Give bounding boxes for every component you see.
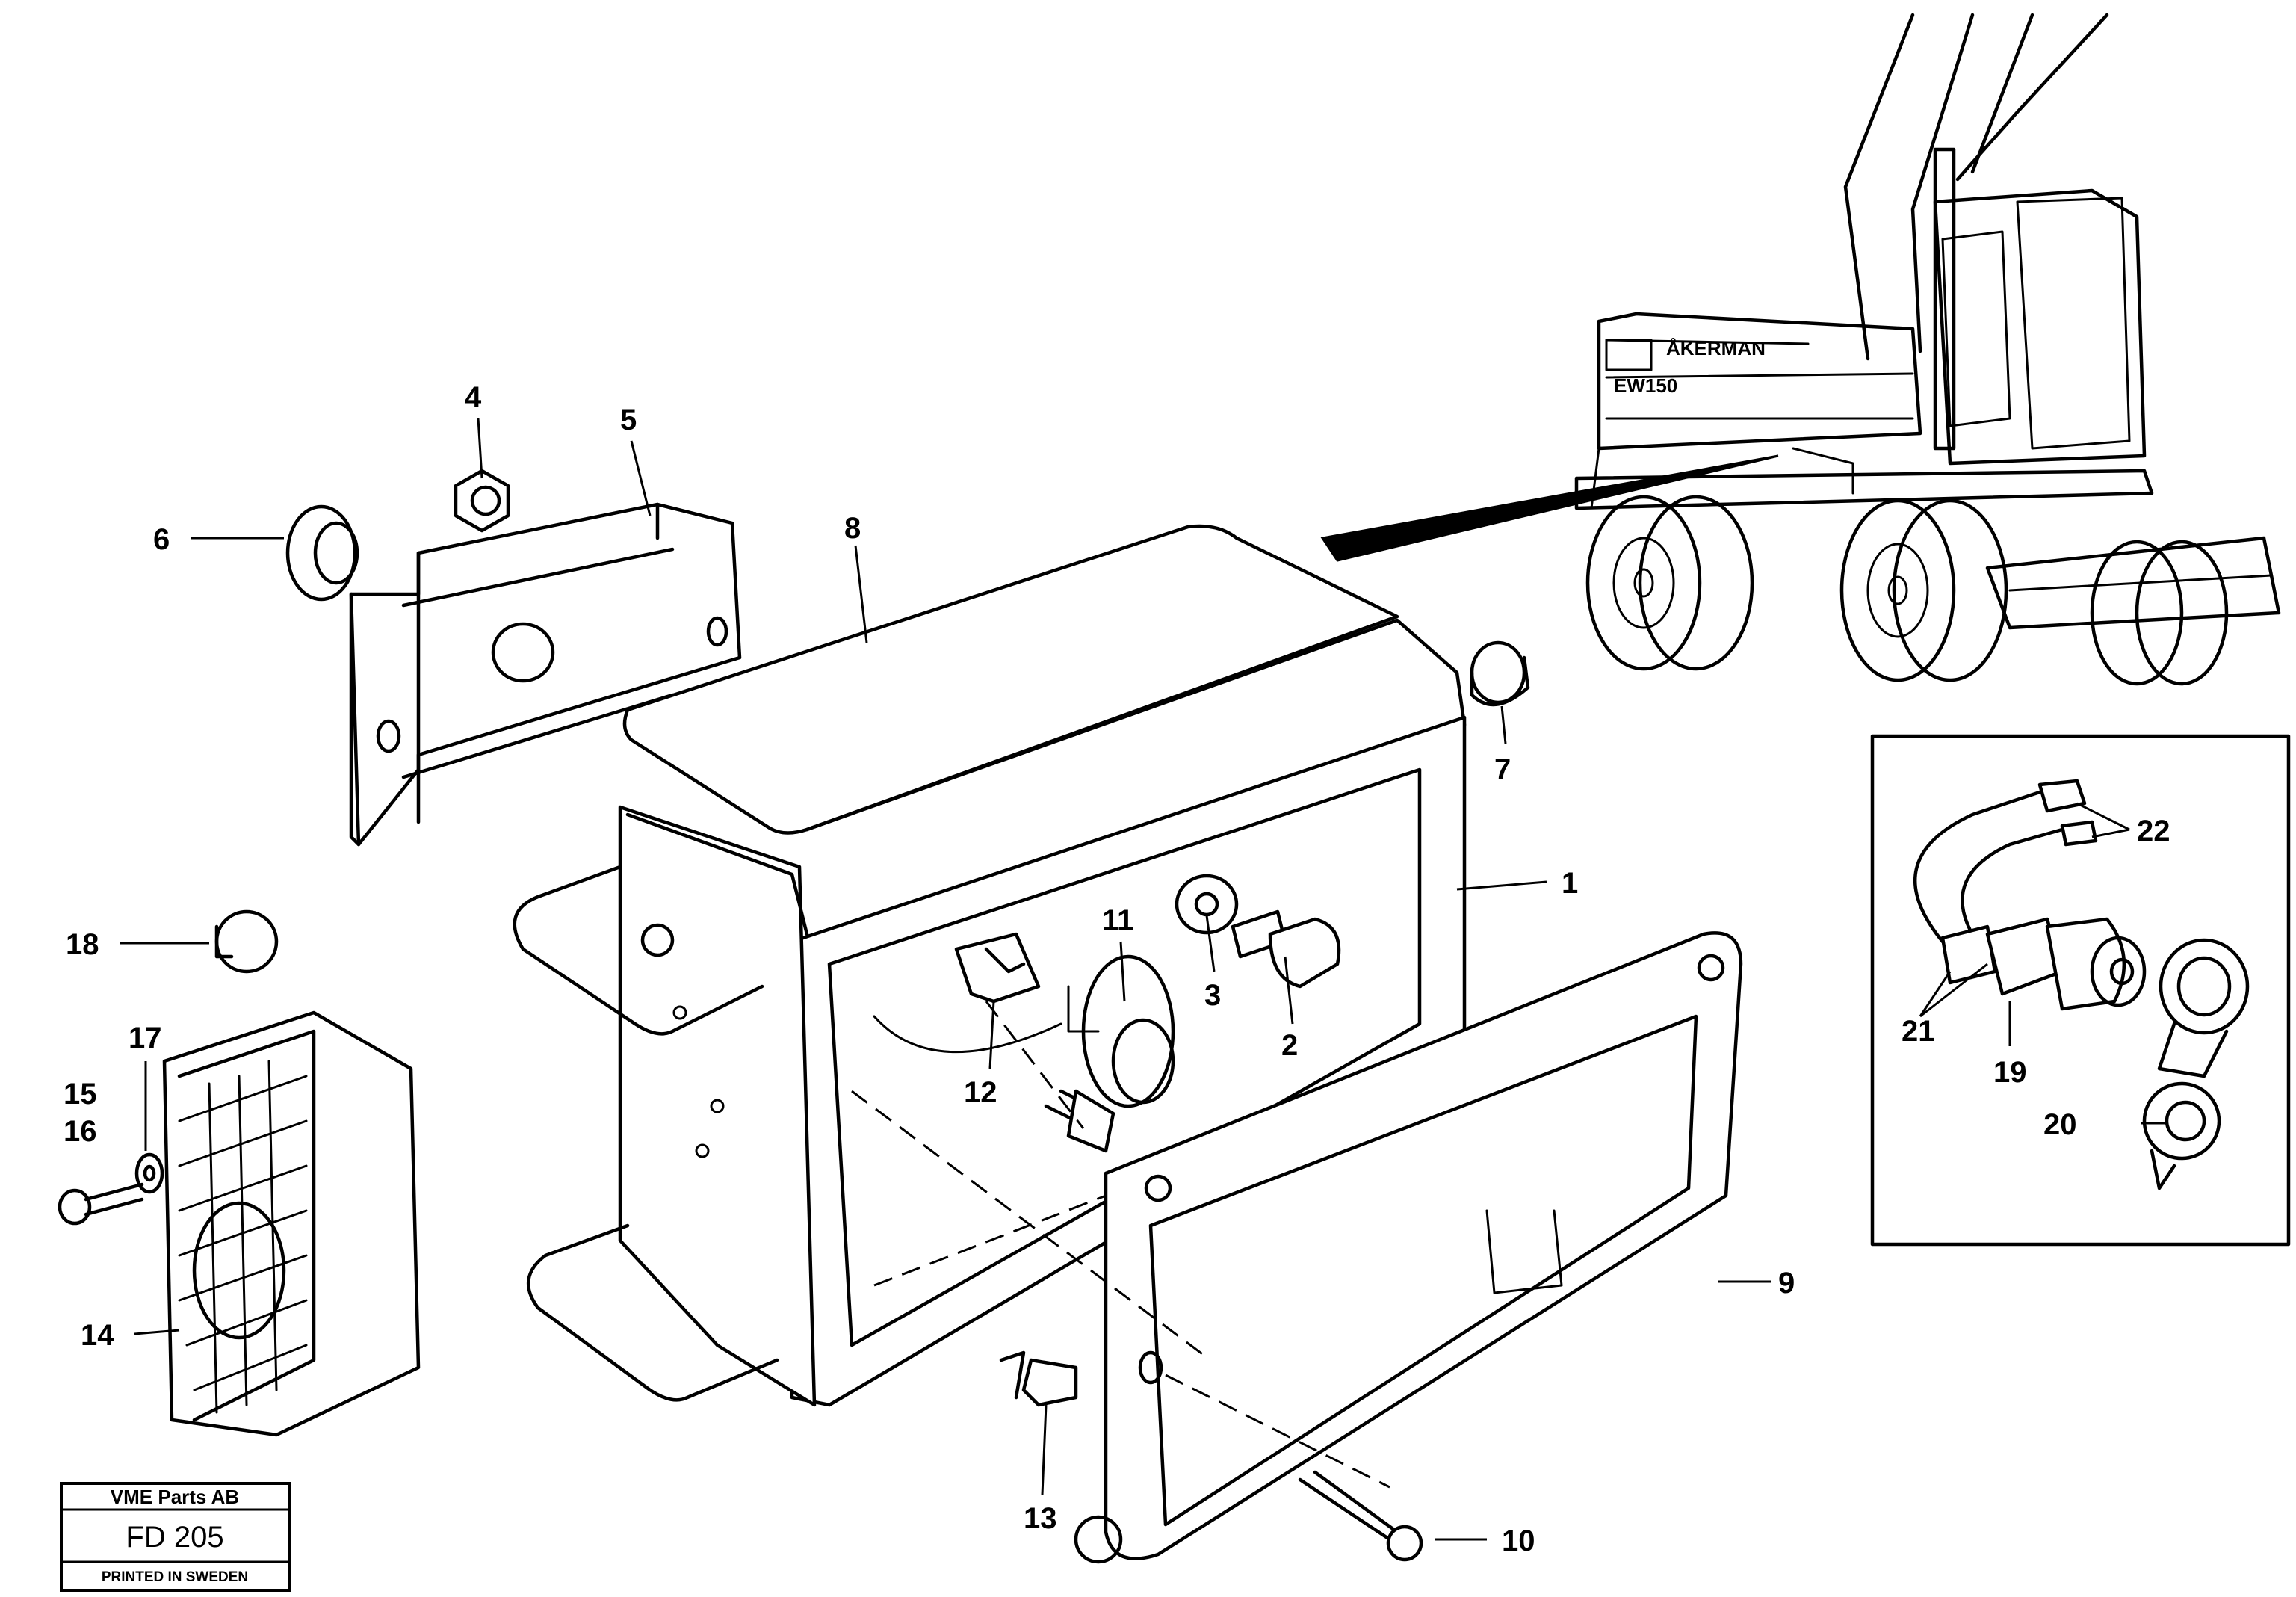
callout-12: 12 [964,1076,997,1109]
callout-5: 5 [620,404,637,436]
gasket [622,524,1399,835]
excavator-illustration: ÅKERMAN EW150 [1320,13,2281,686]
socket-with-wire [1044,1089,1115,1153]
centerline [851,1001,1390,1489]
mounting-plate [349,502,742,847]
inset-detail [1870,734,2291,1247]
callout-20: 20 [2043,1108,2077,1141]
wheel-rear-left [1839,498,2008,682]
callout-6: 6 [153,523,170,556]
wheel-front-left [1585,495,1754,671]
location-pointer [1320,454,1779,562]
company-name: VME Parts AB [111,1486,239,1508]
connector [954,932,1041,1004]
work-lamp [162,1010,421,1437]
bulb [1067,954,1175,1108]
callout-labels: 1 2 3 4 5 6 7 8 9 10 11 12 13 14 15 16 1… [64,381,2170,1557]
lamp-lens [1074,931,1743,1564]
callout-4: 4 [465,381,482,414]
grommet [285,504,359,602]
callout-3: 3 [1204,979,1221,1012]
screw-small [58,1182,144,1226]
drawing-number: FD 205 [126,1521,223,1554]
washer [1175,874,1239,935]
callout-13: 13 [1024,1502,1057,1535]
nut [454,469,510,533]
title-block: VME Parts AB FD 205 PRINTED IN SWEDEN [60,1482,291,1592]
washer-small [134,1152,164,1194]
callout-1: 1 [1562,867,1578,900]
callout-14: 14 [81,1319,114,1352]
bulb-small [214,909,279,974]
callout-10: 10 [1502,1525,1535,1557]
callout-16: 16 [64,1115,97,1148]
cap-plug [1470,640,1530,707]
callout-22: 22 [2137,815,2170,847]
callout-11: 11 [1102,904,1133,937]
wheel-rear-right [2090,540,2229,686]
callout-7: 7 [1494,753,1511,786]
small-bulb [999,1350,1078,1407]
screw [1298,1470,1423,1562]
printed-note: PRINTED IN SWEDEN [102,1569,248,1585]
callout-19: 19 [1993,1056,2027,1089]
callout-8: 8 [844,512,861,545]
callout-9: 9 [1778,1267,1795,1300]
model-marking: EW150 [1614,374,1677,397]
leader-lines [120,418,2167,1541]
callout-2: 2 [1281,1029,1298,1062]
callout-21: 21 [1902,1015,1935,1048]
callout-17: 17 [129,1022,162,1054]
lamp-housing [513,618,1467,1407]
brand-marking: ÅKERMAN [1666,337,1766,359]
callout-15: 15 [64,1078,97,1111]
callout-18: 18 [66,928,99,961]
